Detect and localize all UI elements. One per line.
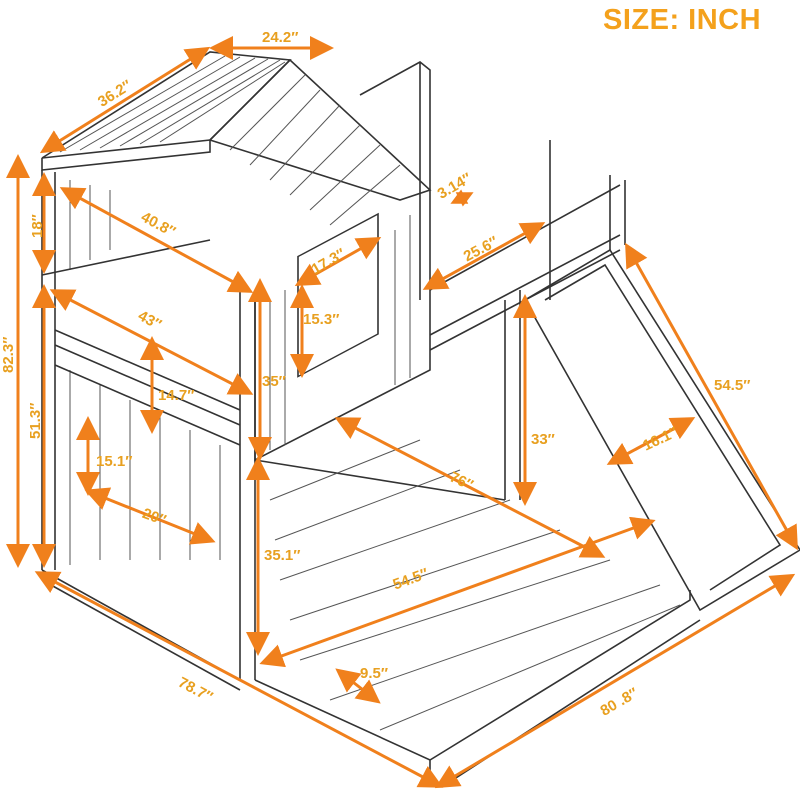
dim-line-platform-rail [422, 222, 546, 290]
label-total-width: 78.7″ [175, 674, 215, 706]
label-slide-platform-height: 33″ [531, 431, 555, 448]
label-slide-width: 16.1″ [640, 424, 680, 455]
label-lower-clearance: 35.1″ [264, 547, 300, 564]
label-lower-window-height: 15.1″ [96, 453, 132, 470]
dim-line-upper-window-width [294, 237, 382, 286]
label-platform-rail: 25.6″ [461, 233, 501, 265]
label-upper-window-width: 17.3″ [309, 245, 349, 278]
dimension-labels: 24.2″ 36.2″ 82.3″ 18″ 51.3″ 40.8″ 43″ 14… [0, 29, 750, 720]
bed-structure-drawing [41, 51, 800, 786]
label-guardrail-length: 43″ [135, 307, 164, 333]
label-slat-spacing: 9.5″ [360, 665, 388, 682]
label-upper-length: 40.8″ [138, 209, 178, 241]
label-upper-bed-height: 51.3″ [27, 403, 44, 439]
dim-line-upper-length [59, 187, 254, 293]
dimension-lines [6, 36, 798, 789]
dim-line-total-width [34, 571, 444, 788]
label-lower-window-width: 20″ [140, 505, 168, 529]
label-lower-bed-width: 54.5″ [391, 565, 431, 593]
dim-line-slat-gap [450, 189, 474, 207]
label-upper-clearance: 35″ [262, 373, 286, 390]
label-slat-gap: 3.14″ [435, 170, 475, 203]
label-upper-window-height: 15.3″ [303, 311, 339, 328]
label-guardrail-height: 14.7″ [158, 387, 194, 404]
size-unit-title: SIZE: INCH [603, 4, 762, 36]
label-roof-width: 24.2″ [262, 29, 298, 46]
dim-line-total-length [434, 573, 796, 789]
dim-line-lower-window-width [84, 487, 216, 545]
label-roof-height: 18″ [29, 214, 46, 238]
label-total-length: 80 .8″ [597, 685, 641, 720]
label-slide-length: 54.5″ [714, 377, 750, 394]
label-total-height: 82.3″ [0, 337, 17, 373]
label-lower-length: 76″ [447, 469, 476, 494]
dim-line-lower-bed-width [259, 516, 656, 668]
dim-line-slide-length [625, 242, 798, 551]
dim-line-roof-depth [39, 46, 211, 154]
